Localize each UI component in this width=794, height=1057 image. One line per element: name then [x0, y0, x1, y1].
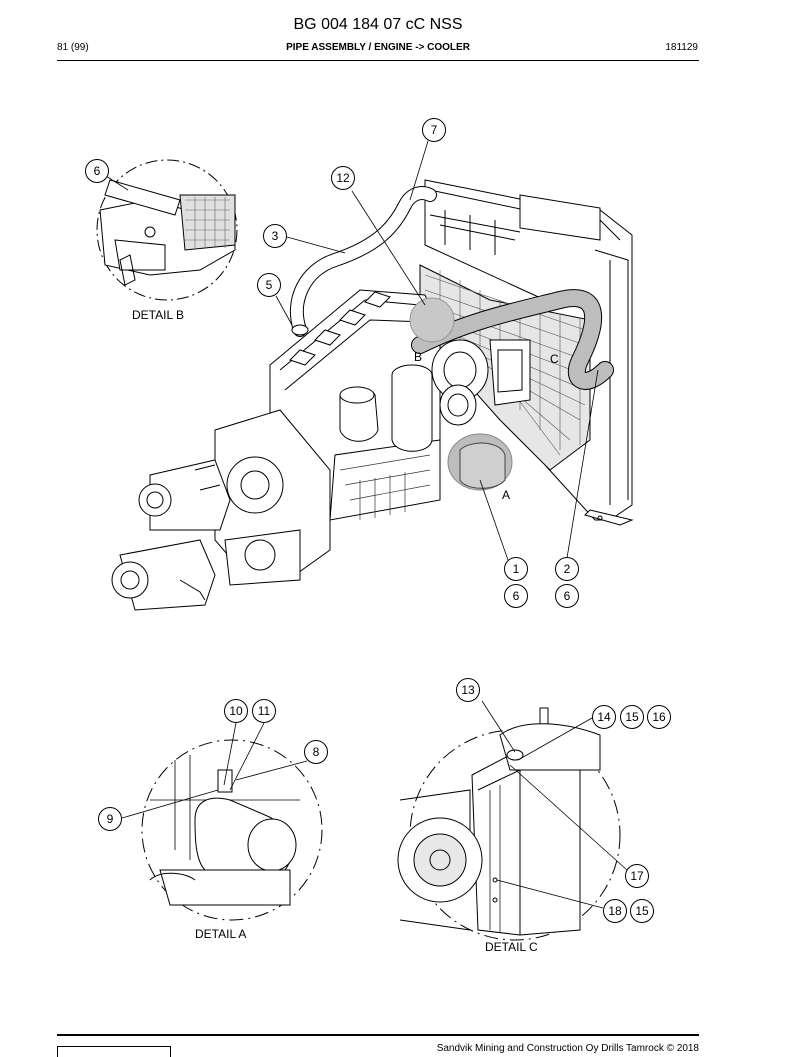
callout-10: 10 [224, 699, 248, 723]
callout-2: 2 [555, 557, 579, 581]
callout-6-detail-b: 6 [85, 159, 109, 183]
callout-17: 17 [625, 864, 649, 888]
document-code: 181129 [665, 42, 698, 53]
gearbox-and-pumps [111, 409, 331, 611]
callout-16: 16 [647, 705, 671, 729]
detail-a-view [121, 722, 323, 921]
callout-9: 9 [98, 807, 122, 831]
footer-rule [57, 1034, 699, 1036]
callout-18: 18 [603, 899, 627, 923]
callout-6-part-2: 6 [555, 584, 579, 608]
callout-15-top: 15 [620, 705, 644, 729]
leader-lines-main [275, 140, 599, 561]
section-title: PIPE ASSEMBLY / ENGINE -> COOLER [286, 42, 470, 53]
header-rule [57, 60, 699, 61]
ref-b-label: B [414, 350, 423, 364]
callout-1: 1 [504, 557, 528, 581]
company-logo [57, 1046, 171, 1057]
detail-a-label: DETAIL A [195, 927, 247, 941]
callout-5: 5 [257, 273, 281, 297]
turbo-and-pipes [339, 339, 531, 452]
detail-c-label: DETAIL C [485, 940, 538, 954]
callout-15-bottom: 15 [630, 899, 654, 923]
detail-b-label: DETAIL B [132, 308, 185, 322]
callout-14: 14 [592, 705, 616, 729]
highlight-a [447, 433, 513, 491]
callout-7: 7 [422, 118, 446, 142]
ref-c-label: C [550, 352, 559, 366]
copyright-text: Sandvik Mining and Construction Oy Drill… [436, 1043, 699, 1054]
detail-b-view [96, 159, 238, 301]
callout-8: 8 [304, 740, 328, 764]
callout-12: 12 [331, 166, 355, 190]
air-pipe-c [411, 289, 614, 390]
document-title: BG 004 184 07 cC NSS [293, 16, 463, 33]
page-number: 81 (99) [57, 42, 89, 53]
callout-3: 3 [263, 224, 287, 248]
ref-a-label: A [502, 488, 511, 502]
highlight-b [409, 297, 455, 343]
callout-6-part-1: 6 [504, 584, 528, 608]
air-pipe-3 [289, 186, 437, 337]
callout-11: 11 [252, 699, 276, 723]
detail-c-view [397, 700, 628, 941]
callout-13: 13 [456, 678, 480, 702]
